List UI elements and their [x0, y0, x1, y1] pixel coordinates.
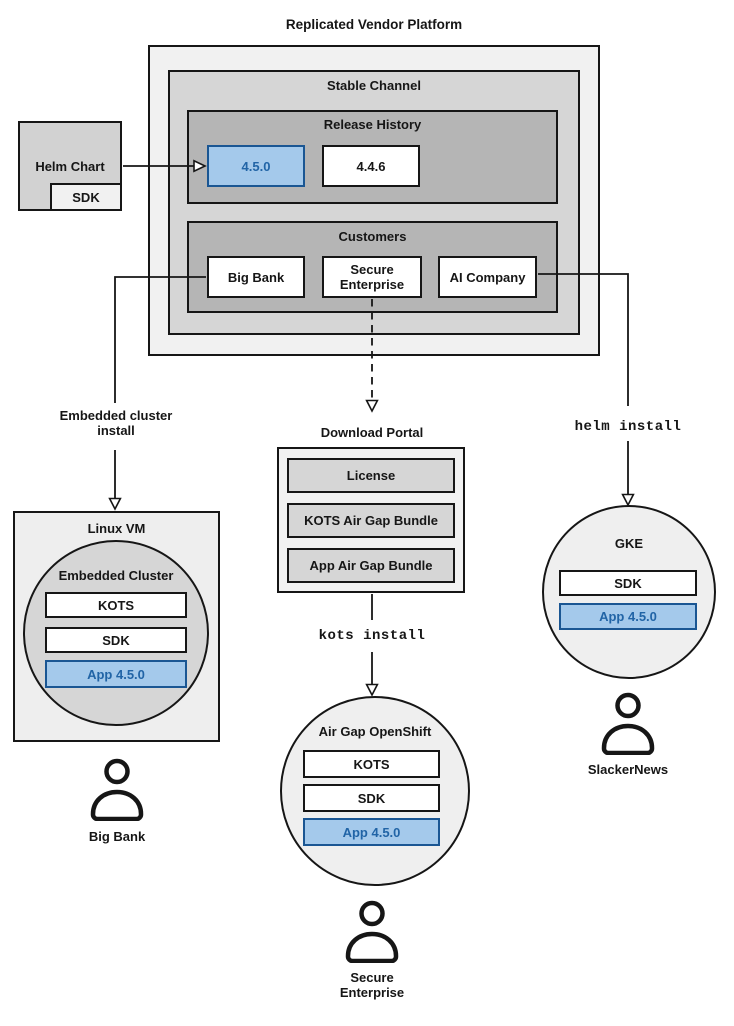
arrowhead-down-icon [365, 399, 379, 413]
persona-secure-enterprise-label: Secure Enterprise [339, 970, 405, 1000]
release-history-title: Release History [323, 117, 422, 132]
openshift-kots-box: KOTS [303, 750, 440, 778]
helm-chart-label: Helm Chart [35, 159, 105, 174]
person-icon [601, 692, 655, 755]
person-icon [345, 900, 399, 963]
release-box-446: 4.4.6 [322, 145, 420, 187]
helm-install-label: helm install [574, 419, 682, 435]
air-gap-openshift-title: Air Gap OpenShift [318, 724, 432, 739]
stable-channel-title: Stable Channel [327, 78, 421, 93]
diagram-title: Replicated Vendor Platform [285, 17, 463, 32]
helm-chart-sdk-box: SDK [50, 183, 122, 211]
portal-license-box: License [287, 458, 455, 493]
customer-big-bank: Big Bank [207, 256, 305, 298]
persona-slackernews-label: SlackerNews [587, 762, 669, 777]
arrowhead-down-icon [108, 497, 122, 511]
portal-app-bundle-box: App Air Gap Bundle [287, 548, 455, 583]
download-portal-title: Download Portal [320, 425, 424, 440]
gke-sdk-box: SDK [559, 570, 697, 596]
arrowhead-down-icon [621, 493, 635, 507]
portal-kots-bundle-box: KOTS Air Gap Bundle [287, 503, 455, 538]
embedded-cluster-title: Embedded Cluster [58, 568, 174, 583]
customers-title: Customers [338, 229, 407, 244]
customer-secure-enterprise: Secure Enterprise [322, 256, 422, 298]
person-icon [90, 758, 144, 821]
embedded-cluster-kots-box: KOTS [45, 592, 187, 618]
linux-vm-title: Linux VM [87, 521, 146, 536]
gke-title: GKE [614, 536, 644, 551]
arrowhead-down-icon [365, 683, 379, 697]
persona-big-bank-label: Big Bank [88, 829, 146, 844]
kots-install-label: kots install [318, 628, 426, 644]
embedded-cluster-app-box: App 4.5.0 [45, 660, 187, 688]
customer-ai-company: AI Company [438, 256, 537, 298]
embedded-cluster-sdk-box: SDK [45, 627, 187, 653]
openshift-sdk-box: SDK [303, 784, 440, 812]
openshift-app-box: App 4.5.0 [303, 818, 440, 846]
gke-app-box: App 4.5.0 [559, 603, 697, 630]
embedded-cluster-install-label: Embedded cluster install [59, 408, 173, 438]
release-box-450: 4.5.0 [207, 145, 305, 187]
